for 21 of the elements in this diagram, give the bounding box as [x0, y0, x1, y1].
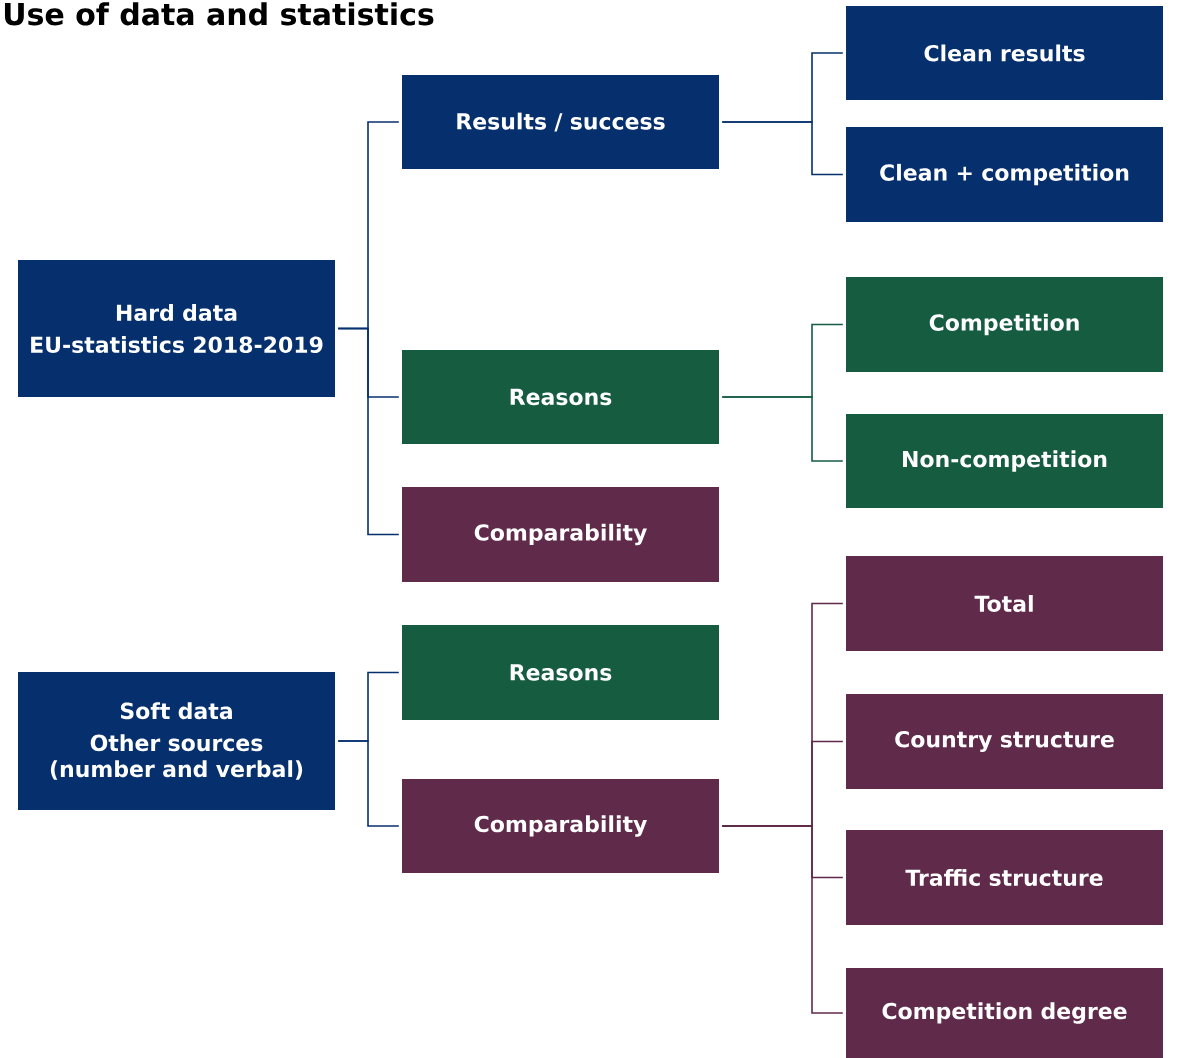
category-box: Clean + competition: [846, 127, 1163, 222]
category-box: Comparability: [402, 779, 719, 873]
category-box: Non-competition: [846, 414, 1163, 508]
category-box: Traffic structure: [846, 830, 1163, 925]
connector: [721, 396, 844, 462]
connector: [721, 825, 844, 1014]
category-box: Total: [846, 556, 1163, 651]
category-box: Competition degree: [846, 968, 1163, 1058]
category-box: Reasons: [402, 625, 719, 720]
category-box: Country structure: [846, 694, 1163, 789]
connector: [721, 121, 844, 176]
connector: [337, 740, 400, 827]
connector: [337, 327, 400, 536]
category-box: Soft data Other sources (number and verbal): [18, 672, 335, 810]
title: Use of data and statistics: [4, 2, 434, 26]
category-box: Reasons: [402, 350, 719, 444]
category-box: Clean results: [846, 6, 1163, 100]
category-box: Hard data EU-statistics 2018-2019: [18, 260, 335, 397]
category-box: Competition: [846, 277, 1163, 372]
category-box: Results / success: [402, 75, 719, 169]
category-box: Comparability: [402, 487, 719, 582]
